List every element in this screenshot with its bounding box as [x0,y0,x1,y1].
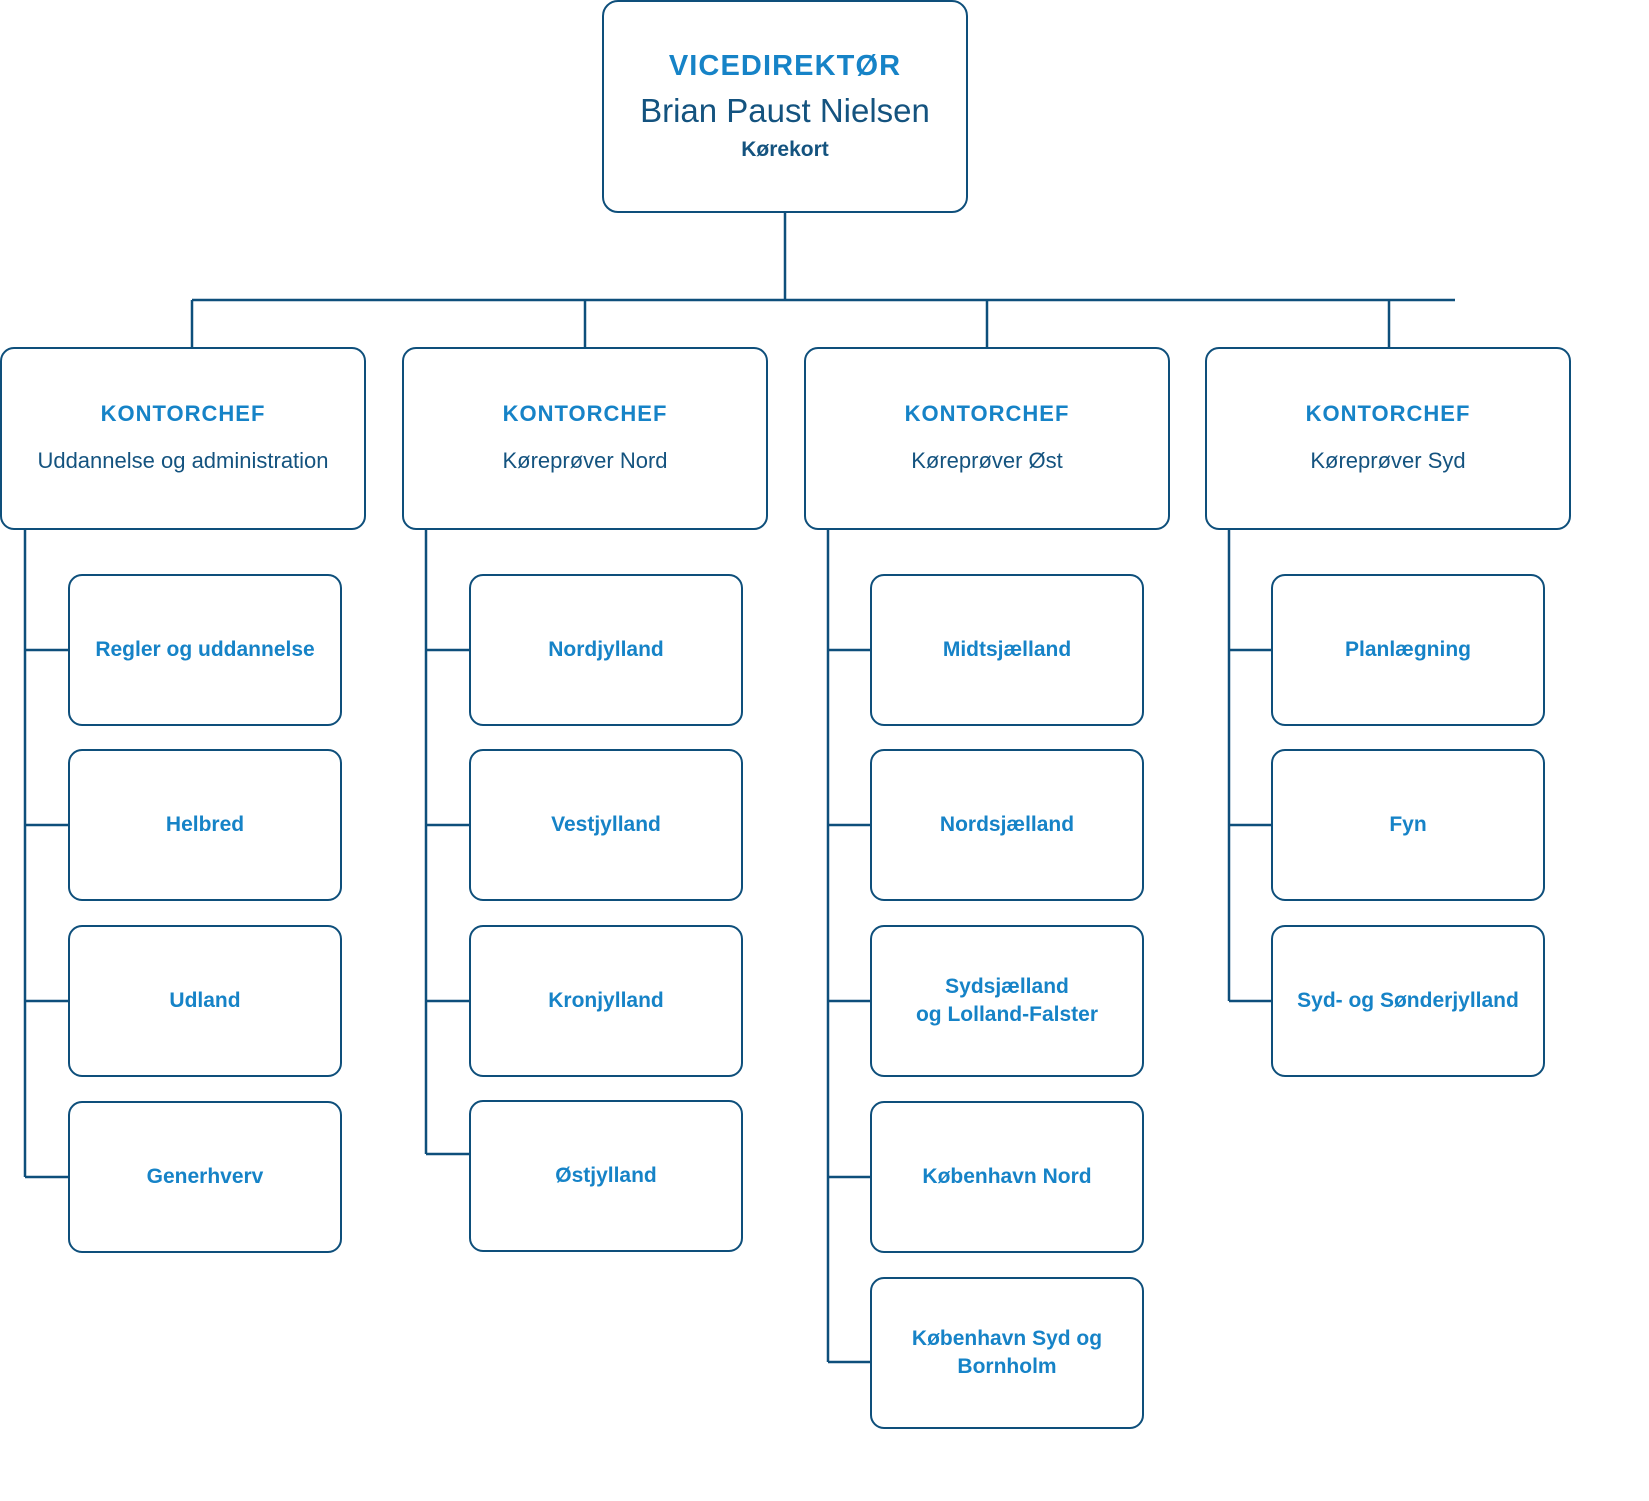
leaf-label: Østjylland [555,1163,657,1187]
node-leaf[interactable]: Fyn [1271,749,1545,901]
node-leaf[interactable]: Nordjylland [469,574,743,726]
lvl2-role: KONTORCHEF [100,401,266,427]
root-person-name: Brian Paust Nielsen [640,92,930,130]
lvl2-unit: Køreprøver Øst [911,448,1063,474]
lvl2-role: KONTORCHEF [904,401,1070,427]
lvl2-unit: Køreprøver Syd [1310,448,1466,474]
leaf-label: Midtsjælland [942,637,1072,661]
lvl2-role: KONTORCHEF [502,401,668,427]
node-kontorchef-koerproever-nord[interactable]: KONTORCHEF Køreprøver Nord [402,347,768,530]
leaf-label: Kronjylland [548,988,664,1012]
node-leaf[interactable]: Udland [68,925,342,1077]
node-leaf[interactable]: Generhverv [68,1101,342,1253]
root-role: VICEDIREKTØR [668,49,902,82]
leaf-label: Vestjylland [551,812,661,836]
node-kontorchef-koerproever-oest[interactable]: KONTORCHEF Køreprøver Øst [804,347,1170,530]
node-leaf[interactable]: Kronjylland [469,925,743,1077]
node-leaf[interactable]: Midtsjælland [870,574,1144,726]
leaf-label: Helbred [165,812,245,836]
lvl2-role: KONTORCHEF [1305,401,1471,427]
leaf-label: Syd- og Sønderjylland [1297,988,1519,1012]
node-leaf[interactable]: Vestjylland [469,749,743,901]
node-kontorchef-uddannelse-og-administration[interactable]: KONTORCHEF Uddannelse og administration [0,347,366,530]
leaf-label: København Nord [922,1164,1092,1188]
leaf-label: Regler og uddannelse [95,637,315,661]
node-leaf[interactable]: Planlægning [1271,574,1545,726]
lvl2-unit: Køreprøver Nord [502,448,668,474]
lvl2-unit: Uddannelse og administration [37,448,329,474]
leaf-label: Fyn [1389,812,1427,836]
node-leaf[interactable]: Nordsjælland [870,749,1144,901]
node-kontorchef-koerproever-syd[interactable]: KONTORCHEF Køreprøver Syd [1205,347,1571,530]
node-leaf[interactable]: Regler og uddannelse [68,574,342,726]
leaf-label: Nordsjælland [939,812,1075,836]
node-leaf[interactable]: Østjylland [469,1100,743,1252]
leaf-label: Udland [169,988,241,1012]
root-unit: Kørekort [741,138,829,162]
leaf-label: Generhverv [146,1164,264,1188]
node-leaf[interactable]: København Nord [870,1101,1144,1253]
leaf-label: Planlægning [1345,637,1471,661]
node-leaf[interactable]: Helbred [68,749,342,901]
leaf-label: Nordjylland [548,637,664,661]
node-root-vicedirektoer[interactable]: VICEDIREKTØR Brian Paust Nielsen Kørekor… [602,0,968,213]
node-leaf[interactable]: Syd- og Sønderjylland [1271,925,1545,1077]
